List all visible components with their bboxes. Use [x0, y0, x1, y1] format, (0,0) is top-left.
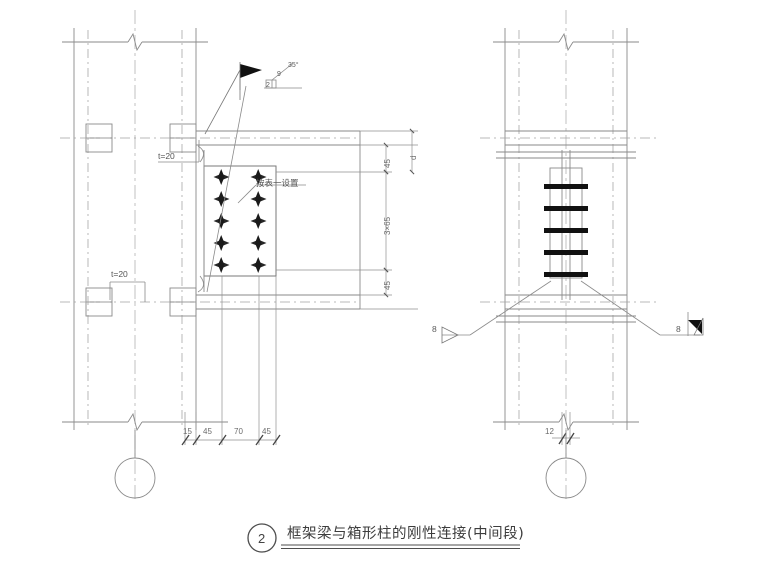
- break-line-top-left: [62, 32, 208, 52]
- right-column-inner-lines: [518, 30, 614, 428]
- bolt-group-left-view: [213, 169, 267, 273]
- break-line-top-right: [493, 32, 639, 52]
- dim-h-3: 70: [234, 427, 243, 436]
- weld-arc-marks: [197, 145, 204, 293]
- title-bubble: [247, 523, 277, 553]
- lower-diaphragm-left: [85, 287, 113, 317]
- plate-thickness-label-lower: t=20: [111, 269, 128, 279]
- weld-size-label: 2: [266, 82, 270, 89]
- weld-flag-upper: [204, 62, 262, 135]
- left-column-inner-lines: [87, 30, 183, 428]
- t20-lower-leader: [109, 281, 146, 302]
- dim-v-bottom: 45: [383, 281, 392, 290]
- title-underline: [281, 544, 520, 550]
- dim-right-bottom: 12: [545, 427, 554, 436]
- t20-upper-leader: [158, 140, 200, 163]
- weld-label-right-view-left: 8: [432, 324, 437, 334]
- table-reference-note: 按表一设置: [256, 178, 299, 188]
- weld-leader-right-left: [441, 280, 552, 344]
- upper-diaphragm-left: [85, 123, 113, 153]
- left-horizontal-dims: [181, 276, 281, 446]
- drawing-title: 框架梁与箱形柱的刚性连接(中间段): [287, 526, 525, 542]
- left-vertical-dims: [276, 128, 418, 310]
- dim-v-top: 45: [383, 159, 392, 168]
- left-column-outline: [73, 28, 197, 430]
- dim-beam-depth: d: [409, 155, 418, 160]
- break-line-bottom-right: [493, 412, 639, 432]
- right-upper-flange: [496, 130, 636, 159]
- dim-h-4: 45: [262, 427, 271, 436]
- weld-leader-right-right: [580, 280, 704, 336]
- weld-label-right-view-right: 8: [676, 324, 681, 334]
- dim-h-1: 15: [183, 427, 192, 436]
- dim-h-2: 45: [203, 427, 212, 436]
- table-note-leader: [237, 184, 306, 204]
- beam-outline: [196, 130, 361, 310]
- weld-root-label: 9: [277, 71, 281, 78]
- weld-leader-secondary: [206, 85, 247, 293]
- weld-angle-label: 35°: [288, 62, 299, 69]
- weld-detail-symbol: [264, 63, 302, 89]
- right-lower-flange: [496, 294, 636, 323]
- dim-v-middle: 3×65: [383, 216, 392, 235]
- detail-bubble-right: [545, 430, 587, 499]
- bolt-group-right-view: [544, 184, 588, 277]
- detail-bubble-left: [114, 430, 156, 499]
- right-column-outline: [504, 28, 628, 430]
- plate-thickness-label-upper: t=20: [158, 151, 175, 161]
- detail-number: 2: [258, 531, 266, 546]
